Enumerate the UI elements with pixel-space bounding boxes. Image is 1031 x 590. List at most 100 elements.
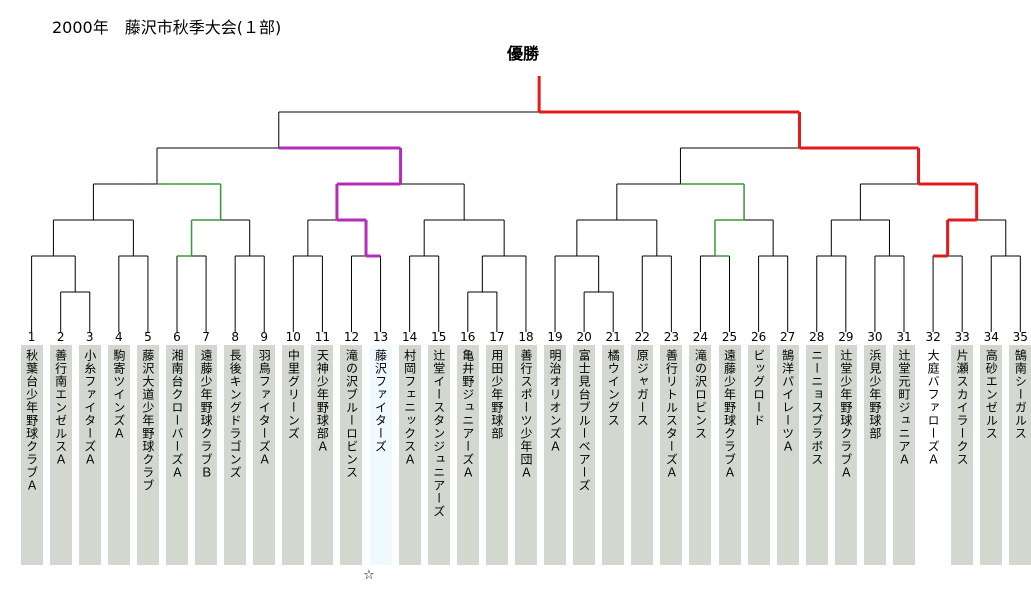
team-number: 32 xyxy=(925,330,941,344)
team-number: 21 xyxy=(605,330,621,344)
team-name-cell: 明治オリオンズＡ xyxy=(544,345,567,565)
team-number: 28 xyxy=(809,330,825,344)
team-name-cell: 善行リトルスターズＡ xyxy=(660,345,683,565)
team-name: 明治オリオンズＡ xyxy=(548,349,563,453)
team-name-cell: 藤沢ファイターズ xyxy=(369,345,392,565)
team-name: 藤沢大道少年野球クラブ xyxy=(140,349,155,492)
team-name: 善行南エンゼルスＡ xyxy=(53,349,68,466)
team-name-cell: ニーニョスブラボス xyxy=(805,345,828,565)
team-name-cell: 秋葉台少年野球クラブＡ xyxy=(20,345,43,565)
team-name: ニーニョスブラボス xyxy=(809,349,824,466)
team-number: 18 xyxy=(518,330,534,344)
team-name-cell: 中里グリーンズ xyxy=(282,345,305,565)
team-name-cell: 滝の沢ロビンス xyxy=(689,345,712,565)
team-number: 13 xyxy=(372,330,389,344)
team-name: 原ジャガース xyxy=(635,349,650,427)
team-number: 16 xyxy=(460,330,476,344)
champion-label: 優勝 xyxy=(506,44,539,63)
team-name-cell: 善行南エンゼルスＡ xyxy=(49,345,72,565)
team-name: 辻堂少年野球クラブＡ xyxy=(838,349,853,479)
team-number: 2 xyxy=(56,330,65,344)
team-number: 5 xyxy=(144,330,152,344)
team-name-cell: 橘ウイングス xyxy=(602,345,625,565)
team-name-cell: 藤沢大道少年野球クラブ xyxy=(136,345,159,565)
team-name: 辻堂元町ジュニアＡ xyxy=(897,349,911,466)
team-number: 26 xyxy=(750,330,767,344)
team-name: 遠藤少年野球クラブＡ xyxy=(722,349,737,479)
team-number: 24 xyxy=(692,330,709,344)
team-number: 1 xyxy=(27,330,36,344)
team-name-cell: 大庭バファローズＡ xyxy=(922,345,945,565)
team-name: 鵠洋パイレーツＡ xyxy=(780,349,795,453)
team-name-cell: 辻堂イースタンジュニアーズ xyxy=(427,345,450,565)
team-number: 10 xyxy=(285,330,301,344)
team-number: 9 xyxy=(260,330,269,344)
team-name-cell: 天神少年野球部Ａ xyxy=(311,345,334,565)
team-name-cell: 浜見少年野球部 xyxy=(863,345,886,565)
team-name: 辻堂イースタンジュニアーズ xyxy=(431,349,446,518)
team-name: 亀井野ジュニアーズＡ xyxy=(460,349,475,479)
team-number: 33 xyxy=(954,330,970,344)
team-name: 善行スポーツ少年団Ａ xyxy=(518,349,533,479)
team-name: 天神少年野球部Ａ xyxy=(315,349,330,453)
team-name-cell: 羽鳥ファイターズＡ xyxy=(253,345,276,565)
team-name-cell: 原ジャガース xyxy=(631,345,654,565)
team-name: ビッグロード xyxy=(751,349,766,427)
team-name-cell: 遠藤少年野球クラブＡ xyxy=(718,345,741,565)
team-number: 22 xyxy=(634,330,650,344)
team-name-cell: 長後キングドラゴンズ xyxy=(224,345,247,565)
team-name: 村岡フェニックスＡ xyxy=(402,349,417,466)
team-name-cell: 富士見台ブルーベアーズ xyxy=(573,345,596,565)
team-name: 鵠南シーガルス xyxy=(1013,349,1028,440)
team-number: 15 xyxy=(431,330,447,344)
team-number: 27 xyxy=(780,330,796,344)
team-number: 31 xyxy=(896,330,912,344)
team-name: 藤沢ファイターズ xyxy=(373,349,388,453)
team-name-cell: 駒寄ツインズＡ xyxy=(107,345,130,565)
team-number: 11 xyxy=(314,330,331,344)
page-title: 2000年 藤沢市秋季大会(１部) xyxy=(52,18,282,37)
team-name-cell: 片瀬スカイラークス xyxy=(951,345,974,565)
team-name: 中里グリーンズ xyxy=(286,349,301,440)
team-name-cell: 鵠洋パイレーツＡ xyxy=(776,345,799,565)
team-name-cell: 高砂エンゼルス xyxy=(980,345,1003,565)
team-name-cell: 善行スポーツ少年団Ａ xyxy=(514,345,537,565)
team-number: 19 xyxy=(547,330,563,344)
team-number: 12 xyxy=(343,330,360,344)
team-name-cell: 小糸ファイターズＡ xyxy=(78,345,101,565)
team-name-cell: ビッグロード xyxy=(747,345,770,565)
team-name: 滝の沢ブルーロビンス xyxy=(344,349,359,479)
team-number: 29 xyxy=(838,330,854,344)
team-name-cell: 亀井野ジュニアーズＡ xyxy=(456,345,479,565)
team-number: 7 xyxy=(202,330,210,344)
team-name: 羽鳥ファイターズＡ xyxy=(257,349,272,466)
team-name-cell: 鵠南シーガルス xyxy=(1009,345,1031,565)
team-number: 3 xyxy=(85,330,94,344)
star-marker: ☆ xyxy=(363,568,375,583)
team-name-cell: 滝の沢ブルーロビンス xyxy=(340,345,363,565)
team-name-cell: 遠藤少年野球クラブＢ xyxy=(195,345,218,565)
team-name: 小糸ファイターズＡ xyxy=(82,349,97,466)
team-number: 4 xyxy=(115,330,123,344)
team-name: 長後キングドラゴンズ xyxy=(228,349,243,479)
team-name: 善行リトルスターズＡ xyxy=(664,349,679,479)
team-number: 23 xyxy=(663,330,679,344)
team-name: 湘南台クローバーズＡ xyxy=(170,349,184,479)
team-name: 橘ウイングス xyxy=(606,349,621,427)
team-number: 30 xyxy=(867,330,883,344)
team-number: 14 xyxy=(401,330,418,344)
team-number: 25 xyxy=(721,330,738,344)
team-name-cell: 辻堂少年野球クラブＡ xyxy=(834,345,857,565)
team-number: 34 xyxy=(983,330,999,344)
team-name: 秋葉台少年野球クラブＡ xyxy=(24,349,39,492)
team-name: 遠藤少年野球クラブＢ xyxy=(199,349,214,479)
team-name: 富士見台ブルーベアーズ xyxy=(577,349,592,492)
team-number: 8 xyxy=(231,330,239,344)
team-number: 35 xyxy=(1012,330,1028,344)
team-number: 17 xyxy=(489,330,505,344)
team-name: 用田少年野球部 xyxy=(489,349,504,440)
team-name-cell: 湘南台クローバーズＡ xyxy=(166,345,188,565)
team-name-cell: 村岡フェニックスＡ xyxy=(398,345,421,565)
